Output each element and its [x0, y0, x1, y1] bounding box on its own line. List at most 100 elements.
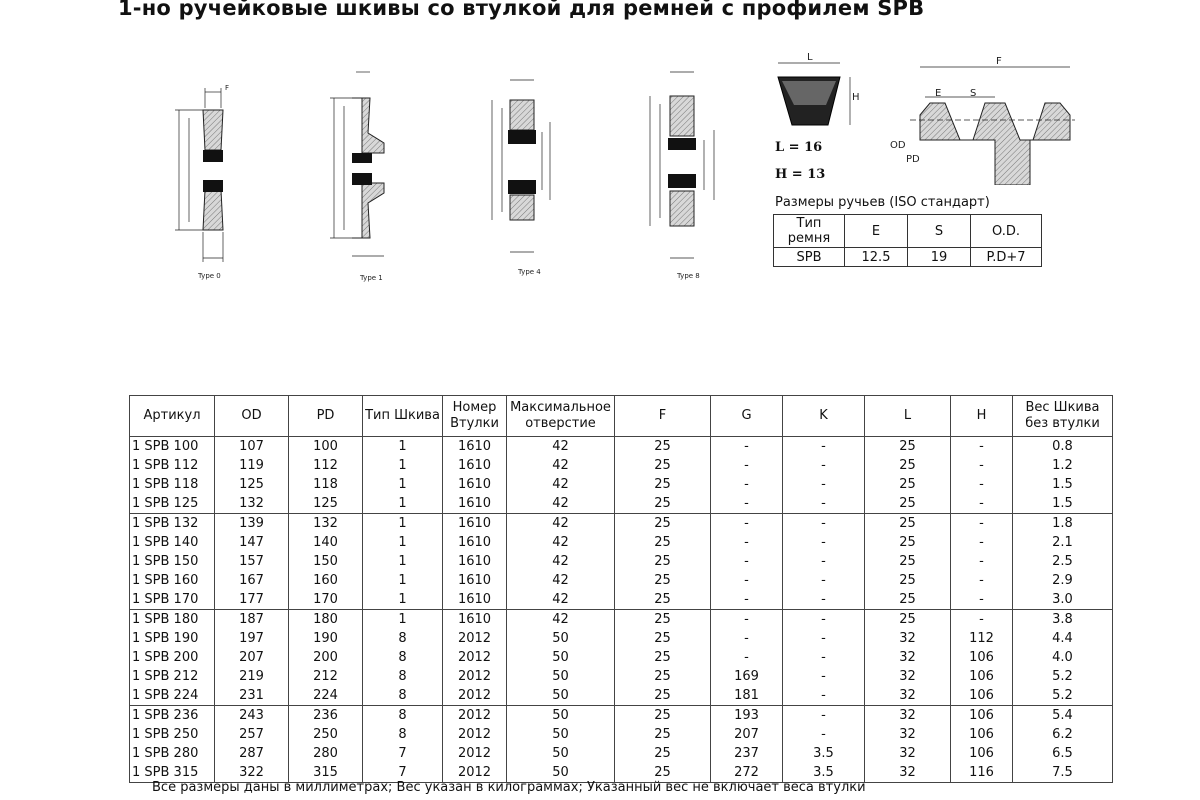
table-cell: 25: [864, 494, 951, 514]
table-cell: 197: [214, 629, 289, 648]
type0-label: Type 0: [198, 272, 221, 280]
table-cell: -: [710, 648, 783, 667]
table-cell: 212: [288, 667, 363, 686]
table-cell: -: [782, 609, 865, 629]
table-cell: 2.5: [1012, 552, 1113, 571]
table-cell: 1: [362, 552, 443, 571]
table-cell: 50: [506, 744, 615, 763]
groove-cell: SPB: [773, 247, 845, 267]
table-cell: 42: [506, 436, 615, 456]
page-title: 1-но ручейковые шкивы со втулкой для рем…: [118, 0, 925, 20]
table-cell: 1610: [442, 533, 507, 552]
table-cell: 25: [614, 763, 711, 783]
type1-label: Type 1: [360, 274, 383, 282]
table-cell: 1 SPB 190: [129, 629, 215, 648]
table-cell: 25: [614, 513, 711, 533]
table-cell: 3.5: [782, 763, 865, 783]
table-cell: 1 SPB 100: [129, 436, 215, 456]
table-cell: 42: [506, 552, 615, 571]
table-cell: 280: [288, 744, 363, 763]
table-cell: 1 SPB 224: [129, 686, 215, 706]
table-cell: -: [782, 590, 865, 610]
table-cell: 42: [506, 494, 615, 514]
table-cell: 139: [214, 513, 289, 533]
table-cell: -: [950, 513, 1013, 533]
table-cell: -: [950, 590, 1013, 610]
table-cell: 42: [506, 571, 615, 590]
table-cell: 25: [864, 533, 951, 552]
table-cell: -: [710, 533, 783, 552]
groove-dim-s: S: [970, 88, 977, 99]
column-header: Максимальное отверстие: [506, 395, 615, 437]
table-cell: 25: [614, 475, 711, 494]
table-cell: 4.0: [1012, 648, 1113, 667]
table-cell: -: [950, 609, 1013, 629]
table-cell: 1 SPB 250: [129, 725, 215, 744]
table-cell: 106: [950, 648, 1013, 667]
table-cell: 8: [362, 686, 443, 706]
table-cell: 1 SPB 180: [129, 609, 215, 629]
table-cell: 112: [288, 456, 363, 475]
table-cell: -: [710, 475, 783, 494]
table-cell: 1: [362, 590, 443, 610]
table-cell: 32: [864, 763, 951, 783]
table-cell: 1 SPB 212: [129, 667, 215, 686]
groove-cell: P.D+7: [970, 247, 1042, 267]
table-cell: 32: [864, 686, 951, 706]
groove-dim-od: OD: [890, 140, 906, 151]
table-cell: 50: [506, 648, 615, 667]
table-cell: 50: [506, 629, 615, 648]
table-cell: 187: [214, 609, 289, 629]
table-cell: 132: [288, 513, 363, 533]
table-cell: 243: [214, 705, 289, 725]
table-cell: 118: [288, 475, 363, 494]
table-cell: -: [782, 629, 865, 648]
table-cell: 42: [506, 533, 615, 552]
table-cell: 42: [506, 609, 615, 629]
table-cell: 25: [614, 629, 711, 648]
groove-dim-e: E: [935, 88, 942, 99]
groove-dim-pd: PD: [906, 154, 920, 165]
table-cell: 106: [950, 725, 1013, 744]
table-cell: 322: [214, 763, 289, 783]
table-cell: 7: [362, 744, 443, 763]
table-cell: -: [710, 456, 783, 475]
table-cell: -: [950, 494, 1013, 514]
table-cell: 147: [214, 533, 289, 552]
table-cell: 25: [614, 436, 711, 456]
table-cell: -: [710, 513, 783, 533]
table-cell: 5.4: [1012, 705, 1113, 725]
table-cell: 1 SPB 132: [129, 513, 215, 533]
table-cell: 3.8: [1012, 609, 1113, 629]
table-cell: 2.1: [1012, 533, 1113, 552]
table-cell: -: [710, 494, 783, 514]
groove-header: Тип ремня: [773, 214, 845, 248]
column-header: L: [864, 395, 951, 437]
table-cell: 50: [506, 686, 615, 706]
belt-dim-h: H: [852, 92, 860, 103]
table-cell: 2012: [442, 667, 507, 686]
table-cell: 1610: [442, 590, 507, 610]
table-cell: 25: [864, 590, 951, 610]
table-cell: 25: [614, 456, 711, 475]
table-cell: -: [710, 590, 783, 610]
table-cell: 42: [506, 456, 615, 475]
groove-cell: 19: [907, 247, 971, 267]
table-cell: 7.5: [1012, 763, 1113, 783]
table-cell: 157: [214, 552, 289, 571]
table-cell: 32: [864, 725, 951, 744]
column-header: Вес Шкива без втулки: [1012, 395, 1113, 437]
table-cell: 1: [362, 456, 443, 475]
table-cell: 25: [614, 686, 711, 706]
table-cell: 169: [710, 667, 783, 686]
table-cell: 177: [214, 590, 289, 610]
table-cell: 25: [864, 571, 951, 590]
table-cell: 237: [710, 744, 783, 763]
table-cell: 5.2: [1012, 686, 1113, 706]
